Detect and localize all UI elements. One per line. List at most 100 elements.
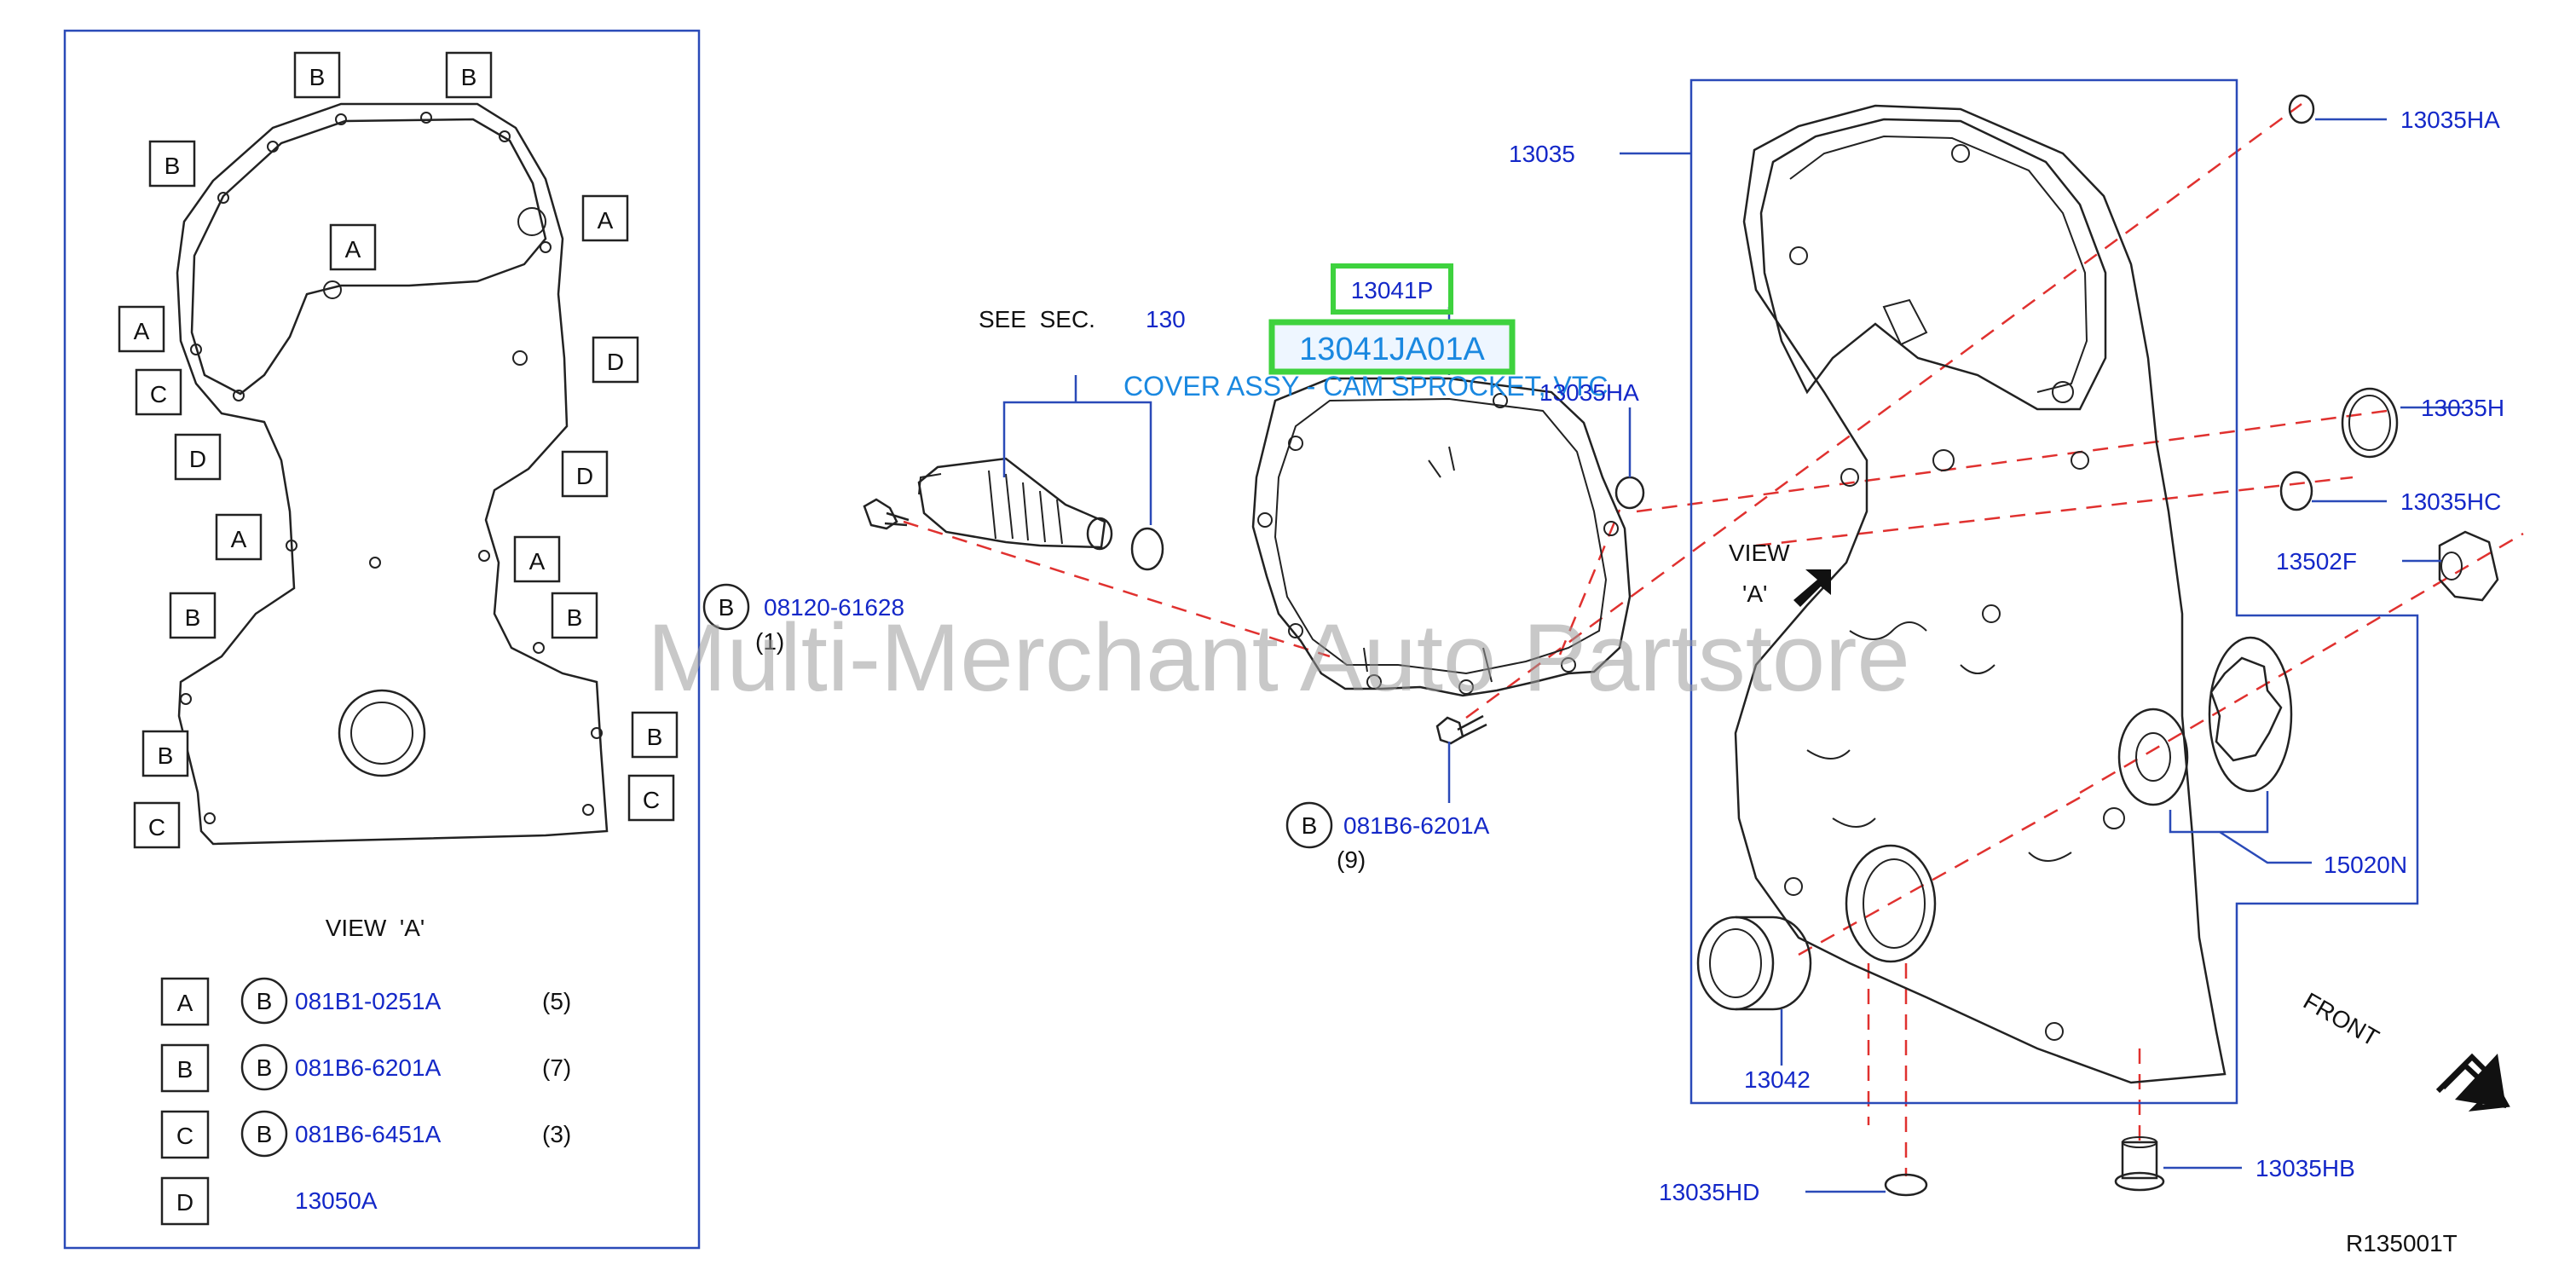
letter-box-left-5: A [215,513,263,561]
bolt-callout-081b6: B 081B6-6201A (9) [1285,801,1490,873]
label-13035h[interactable]: 13035H [2421,395,2504,421]
svg-text:(1): (1) [755,628,784,655]
front-arrow-icon [2435,1053,2510,1112]
svg-text:B: B [1302,812,1318,839]
o-ring-13035hd-icon [1884,1173,1928,1197]
crank-sprocket-icon [2117,708,2189,806]
crank-seal-ring [338,689,426,777]
letter-box-left-4: D [174,433,222,481]
crank-seal-inner [350,702,413,765]
timing-chain-cover-icon [1734,104,2227,1084]
see-sec-number[interactable]: 130 [1146,306,1186,332]
legend-row-d: D 13050A [160,1176,378,1226]
svg-text:B: B [647,724,663,750]
letter-box-right-7: C [627,774,675,822]
svg-text:A: A [231,526,247,552]
o-ring-13035hc-icon [2279,471,2313,511]
oil-pump-drive-spacer-icon [2438,530,2499,602]
cam-sprocket-cover-icon [1251,377,1632,697]
svg-text:B: B [461,64,477,90]
bracket-15020n [2169,791,2312,864]
svg-text:C: C [643,787,660,813]
o-ring-13035ha-top-icon [2288,94,2315,124]
label-15020n[interactable]: 15020N [2324,852,2407,878]
front-cover-outline [176,102,609,846]
view-a-panel: B B B A C D A B B C A A D D A B B C VIEW… [63,29,701,1250]
part-081b6-6201a[interactable]: 081B6-6201A [1343,812,1490,839]
label-13035hd[interactable]: 13035HD [1659,1179,1759,1205]
leader-lines [903,102,2524,1176]
svg-text:A: A [529,548,546,575]
svg-text:D: D [176,1189,193,1216]
legend-row-c: C B 081B6-6451A (3) [160,1110,571,1159]
label-13035[interactable]: 13035 [1509,141,1575,167]
svg-text:D: D [607,349,624,375]
bolt-081b6-icon [1435,714,1487,803]
legend-part-c[interactable]: 081B6-6451A [295,1121,442,1147]
oil-pump-rotor-icon [2208,636,2293,793]
legend-part-a[interactable]: 081B1-0251A [295,988,442,1014]
svg-text:B: B [257,988,273,1014]
label-13035ha-top[interactable]: 13035HA [1539,379,1639,406]
svg-text:C: C [176,1123,193,1149]
exploded-view [863,78,2524,1197]
view-a-label-line1: VIEW [1729,540,1790,566]
svg-text:C: C [150,381,167,407]
letter-box-left-6: B [169,592,217,639]
svg-text:(9): (9) [1337,846,1366,873]
legend-row-b: B B 081B6-6201A (7) [160,1043,571,1093]
part-08120-61628[interactable]: 08120-61628 [764,594,904,621]
legend-part-d[interactable]: 13050A [295,1187,378,1214]
label-13042[interactable]: 13042 [1744,1066,1811,1093]
letter-box-left-8: C [133,801,181,849]
letter-box-left-7: B [142,730,189,777]
svg-text:B: B [158,742,174,769]
diagram-reference: R135001T [2346,1230,2458,1256]
letter-box-left-1: B [148,140,196,188]
label-13035ha[interactable]: 13035HA [2400,107,2500,133]
view-a-frame [63,29,701,1250]
letter-box-top-2: B [445,51,493,99]
front-label: FRONT [2299,987,2383,1051]
front-oil-seal-13042-icon [1696,916,1812,1011]
view-a-arrow-icon [1793,569,1831,607]
part-13041p[interactable]: 13041P [1351,277,1434,303]
letter-box-right-6: B [631,711,679,759]
label-13502f[interactable]: 13502F [2276,548,2357,575]
bolt-08120-icon [863,498,910,530]
svg-text:B: B [177,1056,193,1083]
letter-box-top-1: B [293,51,341,99]
letter-box-right-5: B [551,592,598,639]
label-13035hc[interactable]: 13035HC [2400,488,2501,515]
svg-text:B: B [257,1121,273,1147]
letter-box-right-4: A [513,535,561,583]
svg-text:B: B [165,153,181,179]
part-13041ja01a[interactable]: 13041JA01A [1299,332,1485,367]
legend-part-b[interactable]: 081B6-6201A [295,1054,442,1081]
svg-text:B: B [567,604,583,631]
legend-row-a: A B 081B1-0251A (5) [160,977,571,1026]
svg-text:B: B [185,604,201,631]
highlight-13041p: 13041P [1331,263,1453,315]
highlight-13041ja01a: 13041JA01A [1268,319,1516,375]
svg-text:(3): (3) [542,1121,571,1147]
solenoid-o-ring-icon [1130,527,1164,571]
svg-text:B: B [309,64,326,90]
svg-text:(5): (5) [542,988,571,1014]
letter-box-right-3: D [561,450,609,498]
svg-text:A: A [345,236,361,263]
label-13035hb[interactable]: 13035HB [2255,1155,2355,1181]
vtc-solenoid-valve [917,457,1113,551]
see-sec-text: SEE SEC. [979,306,1095,332]
letter-box-right-2: D [592,336,639,384]
svg-text:(7): (7) [542,1054,571,1081]
svg-text:A: A [134,318,150,344]
watermark: Multi-Merchant Auto Partstore [647,604,1909,711]
see-sec-bracket [1002,375,1152,525]
bolt-callout-08120: B 08120-61628 (1) [702,583,904,655]
letter-box-right-1: A [581,194,629,242]
letter-box-left-3: C [135,368,182,416]
svg-text:B: B [257,1054,273,1081]
svg-text:B: B [719,594,735,621]
